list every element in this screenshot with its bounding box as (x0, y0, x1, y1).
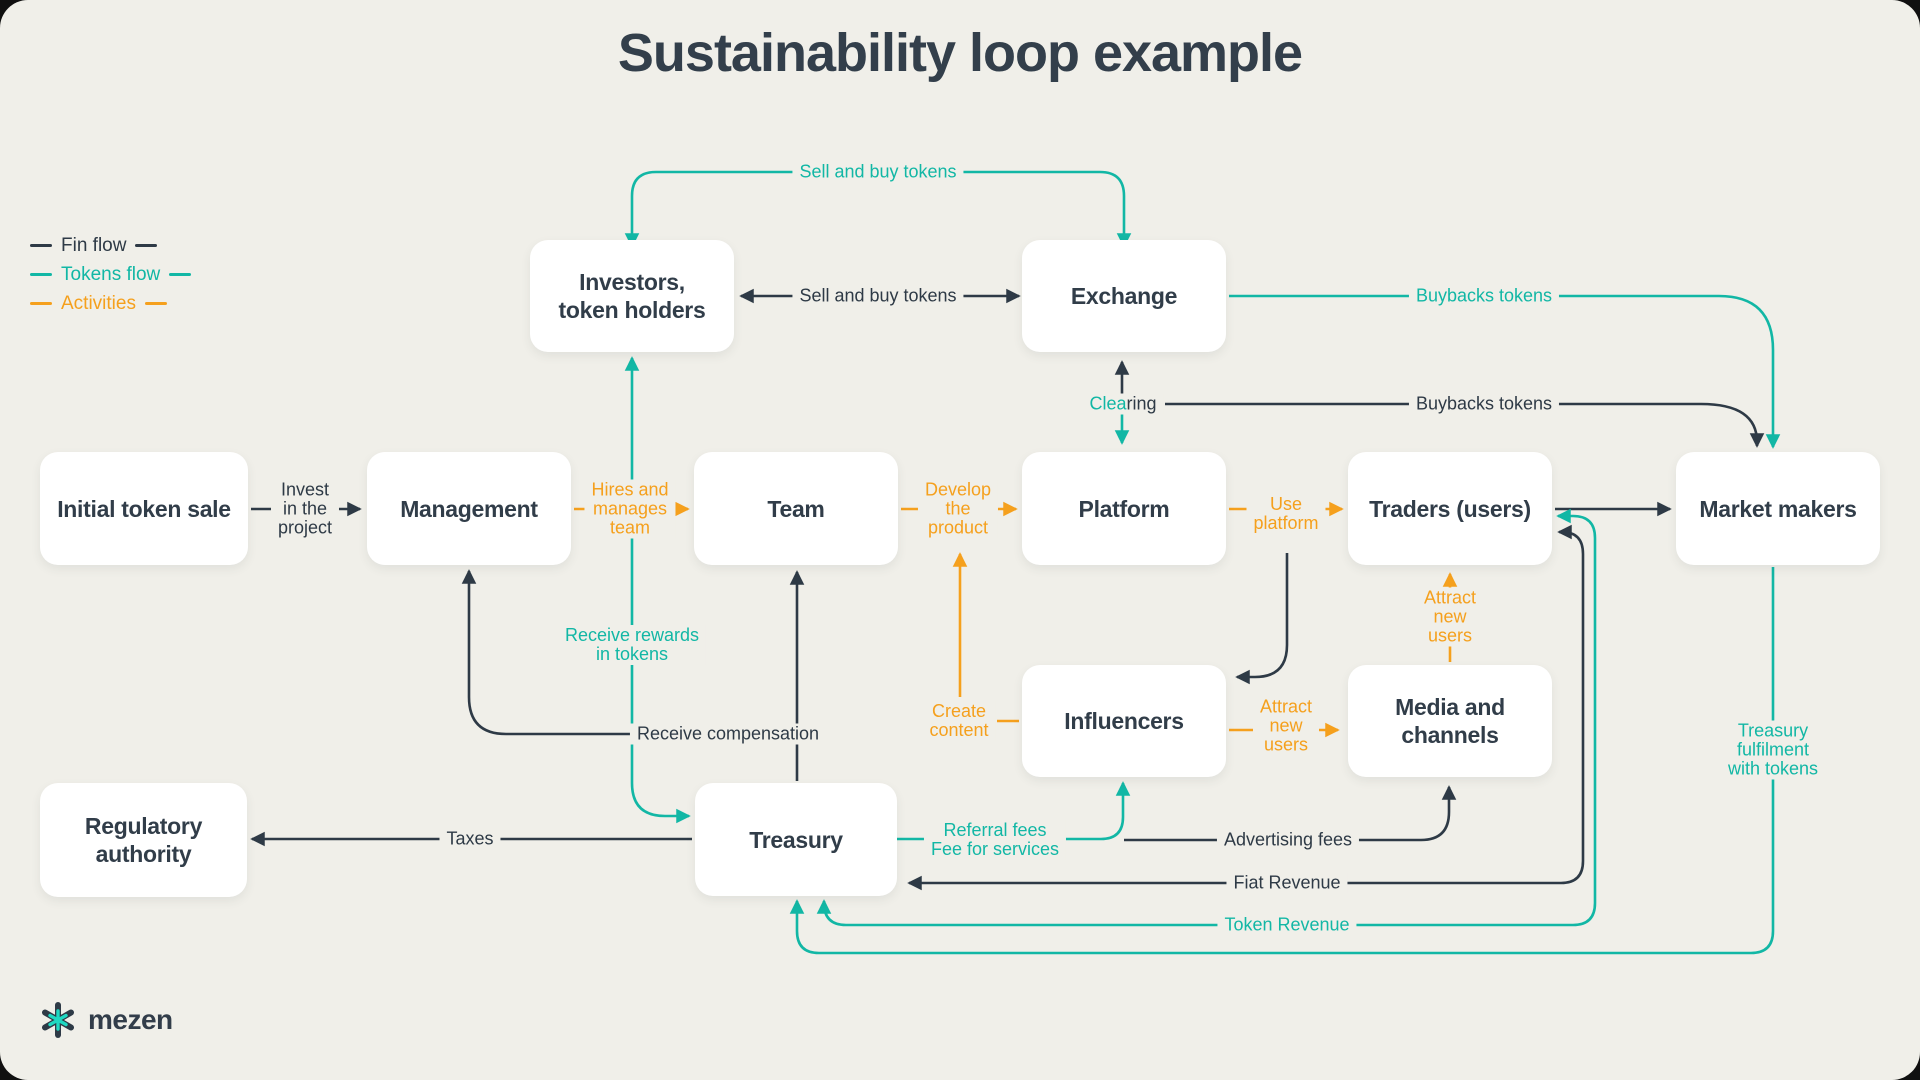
node-treasury: Treasury (695, 783, 897, 896)
tokens-flow-line-swatch (30, 273, 52, 276)
edge-label-hires: Hires and manages team (584, 479, 676, 539)
node-traders: Traders (users) (1348, 452, 1552, 565)
node-exchange: Exchange (1022, 240, 1226, 352)
edge-label-receive-rewards: Receive rewards in tokens (557, 625, 707, 665)
edge-traders-influencers (1235, 553, 1289, 685)
edge-label-buybacks-dark: Buybacks tokens (1408, 393, 1560, 415)
edge-receive-comp-management (461, 569, 795, 736)
mezen-logo-icon (42, 1002, 74, 1038)
fin-flow-line-swatch (30, 244, 52, 247)
edge-label-buybacks-teal: Buybacks tokens (1408, 285, 1560, 307)
clearing-teal-part: Clea (1089, 393, 1127, 414)
legend-label: Tokens flow (61, 263, 161, 285)
node-regulatory-authority: Regulatory authority (40, 783, 247, 897)
edge-buybacks-teal (1229, 294, 1781, 449)
edge-label-token-revenue: Token Revenue (1217, 914, 1357, 936)
edge-label-referral-fees: Referral fees Fee for services (923, 820, 1067, 860)
logo-text: mezen (88, 1004, 173, 1035)
node-market-makers: Market makers (1676, 452, 1880, 565)
node-platform: Platform (1022, 452, 1226, 565)
node-management: Management (367, 452, 571, 565)
edge-label-taxes: Taxes (439, 828, 501, 850)
edge-label-fiat-revenue: Fiat Revenue (1226, 872, 1348, 894)
node-team: Team (694, 452, 898, 565)
edge-label-treasury-fulfilment: Treasury fulfilment with tokens (1699, 720, 1847, 780)
edge-label-attract-media: Attract new users (1252, 696, 1320, 756)
fin-flow-line-swatch (135, 244, 158, 247)
edge-buybacks-dark (1165, 402, 1765, 448)
node-investors: Investors, token holders (530, 240, 734, 352)
edge-label-receive-compensation: Receive compensation (629, 723, 827, 745)
activities-line-swatch (30, 302, 52, 305)
edge-treasury-fulfilment (789, 567, 1775, 955)
node-media-channels: Media and channels (1348, 665, 1552, 777)
tokens-flow-line-swatch (169, 273, 192, 276)
edge-label-sell-buy-mid: Sell and buy tokens (792, 285, 964, 307)
node-initial-token-sale: Initial token sale (40, 452, 248, 565)
edge-label-invest: Invest in the project (270, 479, 340, 539)
legend-item-tokens-flow: Tokens flow (30, 260, 192, 289)
activities-line-swatch (144, 302, 167, 305)
legend-item-activities: Activities (30, 289, 191, 318)
logo: mezen (38, 1000, 173, 1040)
edge-label-advertising-fees: Advertising fees (1216, 829, 1360, 851)
clearing-dark-part: ring (1126, 393, 1157, 414)
edge-sell-buy-top (624, 170, 1132, 248)
edge-label-use-platform: Use platform (1246, 494, 1326, 534)
node-influencers: Influencers (1022, 665, 1226, 777)
edge-label-clearing: Clearing (1082, 393, 1164, 415)
edge-label-attract-traders: Attract new users (1416, 587, 1484, 647)
legend: Fin flow Tokens flow Activities (30, 231, 192, 318)
edge-receive-rewards (624, 356, 691, 824)
legend-label: Fin flow (61, 234, 127, 256)
edge-token-revenue (816, 508, 1597, 927)
page-title: Sustainability loop example (617, 23, 1303, 83)
legend-label: Activities (61, 292, 136, 314)
edge-label-develop: Develop the product (917, 479, 999, 539)
edge-label-sell-buy-top: Sell and buy tokens (792, 161, 964, 183)
legend-item-fin-flow: Fin flow (30, 231, 191, 260)
edge-label-create-content: Create content (922, 701, 996, 741)
